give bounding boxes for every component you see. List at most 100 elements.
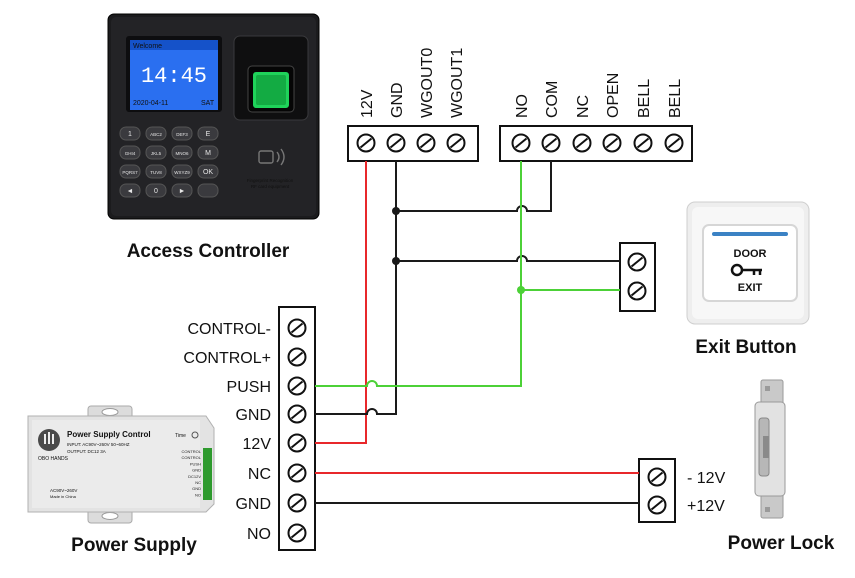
key-icon [730,263,762,277]
keypad-key-label: ► [179,188,186,195]
terminal-label-bell: BELL [636,79,653,118]
keypad-key-label: MNO6 [175,151,188,156]
psu-side-label: PUSH [190,461,201,466]
psu-panel-line2: OUTPUT: DC12 3A [67,449,106,454]
power-supply-title: Power Supply [71,535,197,556]
keypad-key: TUV8 [145,164,167,179]
screw-terminal-icon [287,376,307,396]
controller-terminal-block-right [499,125,693,162]
access-controller-device: Welcome 14:45 2020-04-11 SAT 1 ABC2 DEF3 E G… [107,13,320,220]
psu-green-terminal-strip [203,448,212,500]
fingerprint-module [233,35,309,121]
screw-terminal-icon [356,133,376,153]
keypad-key [197,183,219,198]
keypad-key-label: GHI4 [125,151,136,156]
exit-button-device: DOOR EXIT [686,201,810,325]
psu-side-label: GND [192,468,201,473]
junction-dot [392,257,400,265]
psu-time-knob-icon [191,431,199,439]
psu-label-push: PUSH [227,379,271,396]
screw-terminal-icon [287,463,307,483]
wire-com [396,161,552,212]
hand-logo-icon [38,429,60,451]
keypad-key-label: WXYZ9 [174,170,190,175]
power-lock-title: Power Lock [728,533,835,554]
keypad-key-label: OK [203,169,213,176]
keypad-key: MNO6 [171,145,193,160]
controller-terminal-block-left [347,125,479,162]
lock-terminal-label-plus-12v: +12V [687,498,725,515]
keypad-key: 1 [119,126,141,141]
screw-terminal-icon [287,523,307,543]
screw-terminal-icon [511,133,531,153]
keypad-key: 0 [145,183,167,198]
keypad-key: ◄ [119,183,141,198]
terminal-label-wgout0: WGOUT0 [419,48,436,118]
wire-gnd [315,161,397,415]
screw-terminal-icon [287,404,307,424]
keypad-key: WXYZ9 [171,164,193,179]
keypad-key: GHI4 [119,145,141,160]
keypad-key: DEF3 [171,126,193,141]
psu-time-label: Time [175,433,186,439]
psu-panel-title: Power Supply Control [67,430,151,439]
keypad-key-label: ◄ [127,188,134,195]
junction-dot [392,207,400,215]
keypad-key-label: PQRS7 [122,170,138,175]
psu-side-label: NO [195,492,201,497]
junction-dot [517,286,525,294]
screw-terminal-icon [287,493,307,513]
keypad-key-label: JKL5 [151,151,162,156]
screw-terminal-icon [602,133,622,153]
screw-terminal-icon [647,467,667,487]
screw-terminal-icon [287,433,307,453]
screw-terminal-icon [541,133,561,153]
exit-button-line2: EXIT [738,282,763,294]
wires [315,161,639,504]
controller-terminal-labels: 12V GND WGOUT0 WGOUT1 NO COM NC OPEN BEL… [359,48,684,118]
psu-label-nc: NC [248,466,271,483]
keypad-key: E [197,126,219,141]
screw-terminal-icon [446,133,466,153]
rf-card-icon [258,148,285,166]
screw-terminal-icon [287,347,307,367]
power-supply-device: OBO HANDS Power Supply Control INPUT: AC… [27,405,215,524]
psu-label-control-plus: CONTROL+ [183,350,271,367]
lcd-screen: Welcome 14:45 2020-04-11 SAT [130,40,218,110]
psu-side-label: NC [195,480,201,485]
lcd-date: 2020-04-11 [133,100,168,107]
lock-terminal-block [638,458,676,523]
terminal-label-bell: BELL [667,79,684,118]
keypad-key: OK [197,164,219,179]
screw-terminal-icon [386,133,406,153]
psu-label-control-minus: CONTROL- [187,321,271,338]
screw-terminal-icon [416,133,436,153]
terminal-label-12v: 12V [359,89,376,118]
psu-side-label: GND [192,486,201,491]
keypad-key-label: DEF3 [176,132,188,137]
psu-brand: OBO HANDS [38,456,69,462]
lcd-header: Welcome [133,43,162,50]
junction-dots [392,207,525,294]
psu-panel-line1: INPUT: AC90V~260V 50~60HZ [67,442,130,447]
terminal-label-nc: NC [575,95,592,118]
terminal-label-open: OPEN [605,73,622,118]
lock-terminal-label-minus-12v: - 12V [687,470,726,487]
psu-side-label: CONTROL [181,449,201,454]
keypad-key: ABC2 [145,126,167,141]
screw-terminal-icon [664,133,684,153]
psu-label-gnd-2: GND [235,496,271,513]
keypad-key: ► [171,183,193,198]
exit-button-title: Exit Button [695,337,796,358]
psu-terminal-block [278,306,316,551]
lcd-day: SAT [201,100,215,107]
terminal-label-no: NO [514,94,531,118]
keypad-key-label: TUV8 [150,170,162,175]
psu-side-label: DC12V [188,474,201,479]
screw-terminal-icon [647,495,667,515]
power-lock-device [754,379,786,519]
screw-terminal-icon [633,133,653,153]
psu-bottom-line1: AC90V~260V [50,488,77,493]
